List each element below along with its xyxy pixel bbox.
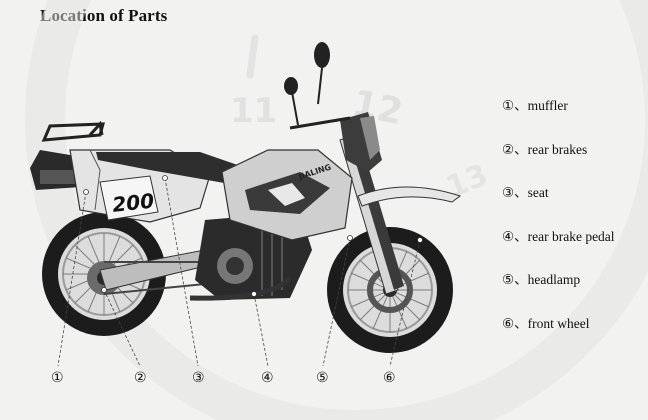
- legend-label: muffler: [527, 98, 568, 113]
- legend-separator: 、: [514, 141, 528, 157]
- leader-6: [389, 239, 421, 367]
- legend-item-rear-brake-pedal: ④、rear brake pedal: [502, 227, 615, 271]
- legend-label: front wheel: [527, 315, 590, 331]
- legend-marker: ④: [502, 228, 515, 244]
- callout-2: ②: [134, 370, 147, 386]
- legend-separator: 、: [514, 185, 528, 201]
- legend-separator: 、: [514, 272, 528, 288]
- parts-legend: ①、muffler ②、rear brakes ③、seat ④、rear br…: [502, 96, 615, 358]
- bodywork: 200: [41, 120, 258, 223]
- legend-marker: ②: [502, 141, 515, 157]
- headlamp-shape: [340, 112, 382, 172]
- legend-separator: 、: [514, 98, 528, 113]
- legend-separator: 、: [514, 228, 528, 244]
- leader-1: [57, 191, 87, 367]
- leader-3: [164, 177, 199, 367]
- front-fender: [357, 186, 462, 207]
- fuel-tank: JIALING: [221, 149, 353, 241]
- side-number: 200: [111, 189, 155, 217]
- legend-item-seat: ③、seat: [502, 183, 615, 227]
- handlebars: [284, 42, 351, 130]
- callout-numbers: ① ② ③ ④ ⑤ ⑥: [51, 370, 396, 386]
- legend-item-rear-brakes: ②、rear brakes: [502, 140, 615, 184]
- callout-5: ⑤: [316, 370, 329, 386]
- legend-label: headlamp: [527, 272, 581, 288]
- callout-4: ④: [261, 370, 274, 386]
- callout-3: ③: [192, 370, 205, 386]
- legend-item-headlamp: ⑤、headlamp: [502, 270, 615, 314]
- legend-label: rear brake pedal: [527, 228, 615, 244]
- leader-5: [322, 237, 351, 367]
- legend-marker: ③: [502, 185, 515, 201]
- legend-label: seat: [527, 185, 549, 201]
- callout-leader-lines: [57, 177, 421, 367]
- legend-item-front-wheel: ⑥、front wheel: [502, 314, 615, 358]
- callout-dots: [83, 175, 423, 297]
- legend-separator: 、: [514, 315, 528, 331]
- legend-marker: ⑤: [502, 272, 515, 288]
- side-number-plate: 200: [99, 175, 159, 221]
- leader-2: [103, 289, 141, 367]
- legend-label: rear brakes: [527, 141, 588, 157]
- callout-6: ⑥: [383, 370, 396, 386]
- leader-4: [253, 293, 269, 367]
- watermark-11: 11: [230, 91, 277, 131]
- callout-1: ①: [51, 370, 64, 386]
- legend-item-muffler: ①、muffler: [502, 96, 615, 140]
- legend-marker: ①: [502, 98, 515, 113]
- legend-marker: ⑥: [502, 315, 515, 331]
